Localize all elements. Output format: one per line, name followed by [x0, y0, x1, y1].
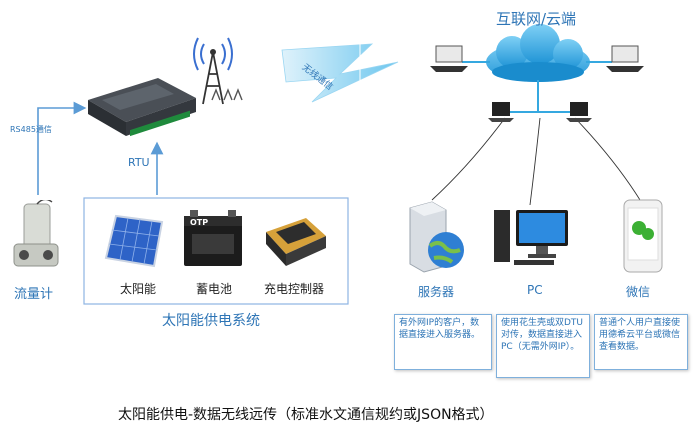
- cloud-title: 互联网/云端: [496, 10, 577, 28]
- solar-system-frame: [83, 197, 349, 305]
- rtu-device-icon: [88, 78, 196, 137]
- rs485-connector: [37, 101, 87, 195]
- cell-tower-icon: [193, 37, 233, 105]
- solar-panel-icon: [104, 214, 164, 268]
- pc-label: PC: [527, 283, 543, 297]
- pc-note: 使用花生壳或双DTU对传，数据直接进入PC（无需外网IP）。: [496, 314, 590, 378]
- diagram-caption: 太阳能供电-数据无线远传（标准水文通信规约或JSON格式）: [118, 407, 494, 423]
- laptop-right-icon: [606, 45, 644, 72]
- svg-text:OTP: OTP: [190, 218, 208, 227]
- rtu-label: RTU: [128, 156, 150, 169]
- cloud-shape: [486, 24, 590, 82]
- wechat-phone-icon: [623, 199, 663, 273]
- wechat-label: 微信: [626, 285, 651, 299]
- controller-item-label: 充电控制器: [264, 282, 325, 296]
- link-wechat: [574, 117, 641, 201]
- bus-device-left-icon: [488, 102, 514, 122]
- battery-icon: OTP: [184, 210, 242, 266]
- link-server: [431, 117, 506, 201]
- charge-controller-icon: [266, 218, 326, 266]
- wireless-bolt: [281, 43, 399, 103]
- antenna-icon: [211, 88, 243, 101]
- link-pc: [529, 117, 541, 206]
- solar-system-title: 太阳能供电系统: [162, 313, 260, 329]
- server-icon: [409, 201, 464, 273]
- bus-device-right-icon: [566, 102, 592, 122]
- rs485-label: RS485通信: [10, 125, 52, 134]
- server-note: 有外网IP的客户，数据直接进入服务器。: [394, 314, 492, 370]
- server-label: 服务器: [418, 285, 455, 299]
- flowmeter-icon: [13, 200, 59, 267]
- laptop-left-icon: [430, 45, 468, 72]
- flowmeter-label: 流量计: [14, 287, 54, 302]
- wechat-note: 普通个人用户直接使用德希云平台或微信查看数据。: [594, 314, 688, 370]
- battery-item-label: 蓄电池: [196, 282, 233, 296]
- solar-item-label: 太阳能: [120, 282, 157, 296]
- pc-icon: [494, 210, 568, 265]
